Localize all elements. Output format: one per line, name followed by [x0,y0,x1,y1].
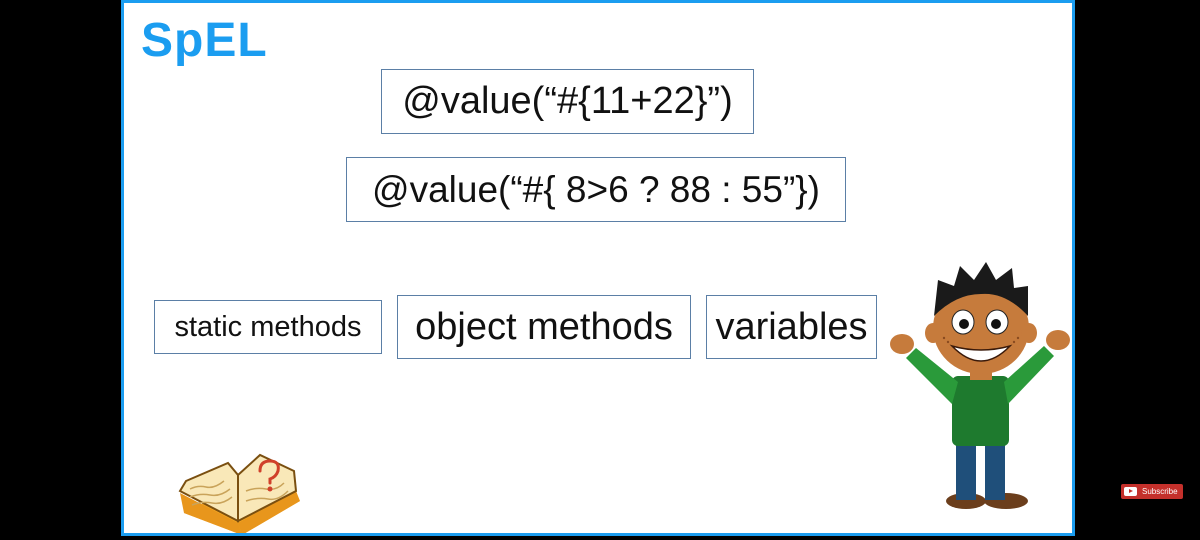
term-variables: variables [706,295,877,359]
open-book-question-icon [178,453,300,533]
slide-title: SpEL [141,14,268,67]
term-static-methods: static methods [154,300,382,354]
subscribe-label: Subscribe [1142,487,1178,496]
presentation-slide: SpEL @value(“#{11+22}”) @value(“#{ 8>6 ?… [121,0,1075,536]
youtube-logo-icon [1124,487,1137,496]
code-example-arithmetic: @value(“#{11+22}”) [381,69,754,134]
subscribe-button[interactable]: Subscribe [1121,484,1183,499]
term-object-methods: object methods [397,295,691,359]
cheering-boy-illustration [890,262,1070,509]
code-example-ternary: @value(“#{ 8>6 ? 88 : 55”}) [346,157,846,222]
